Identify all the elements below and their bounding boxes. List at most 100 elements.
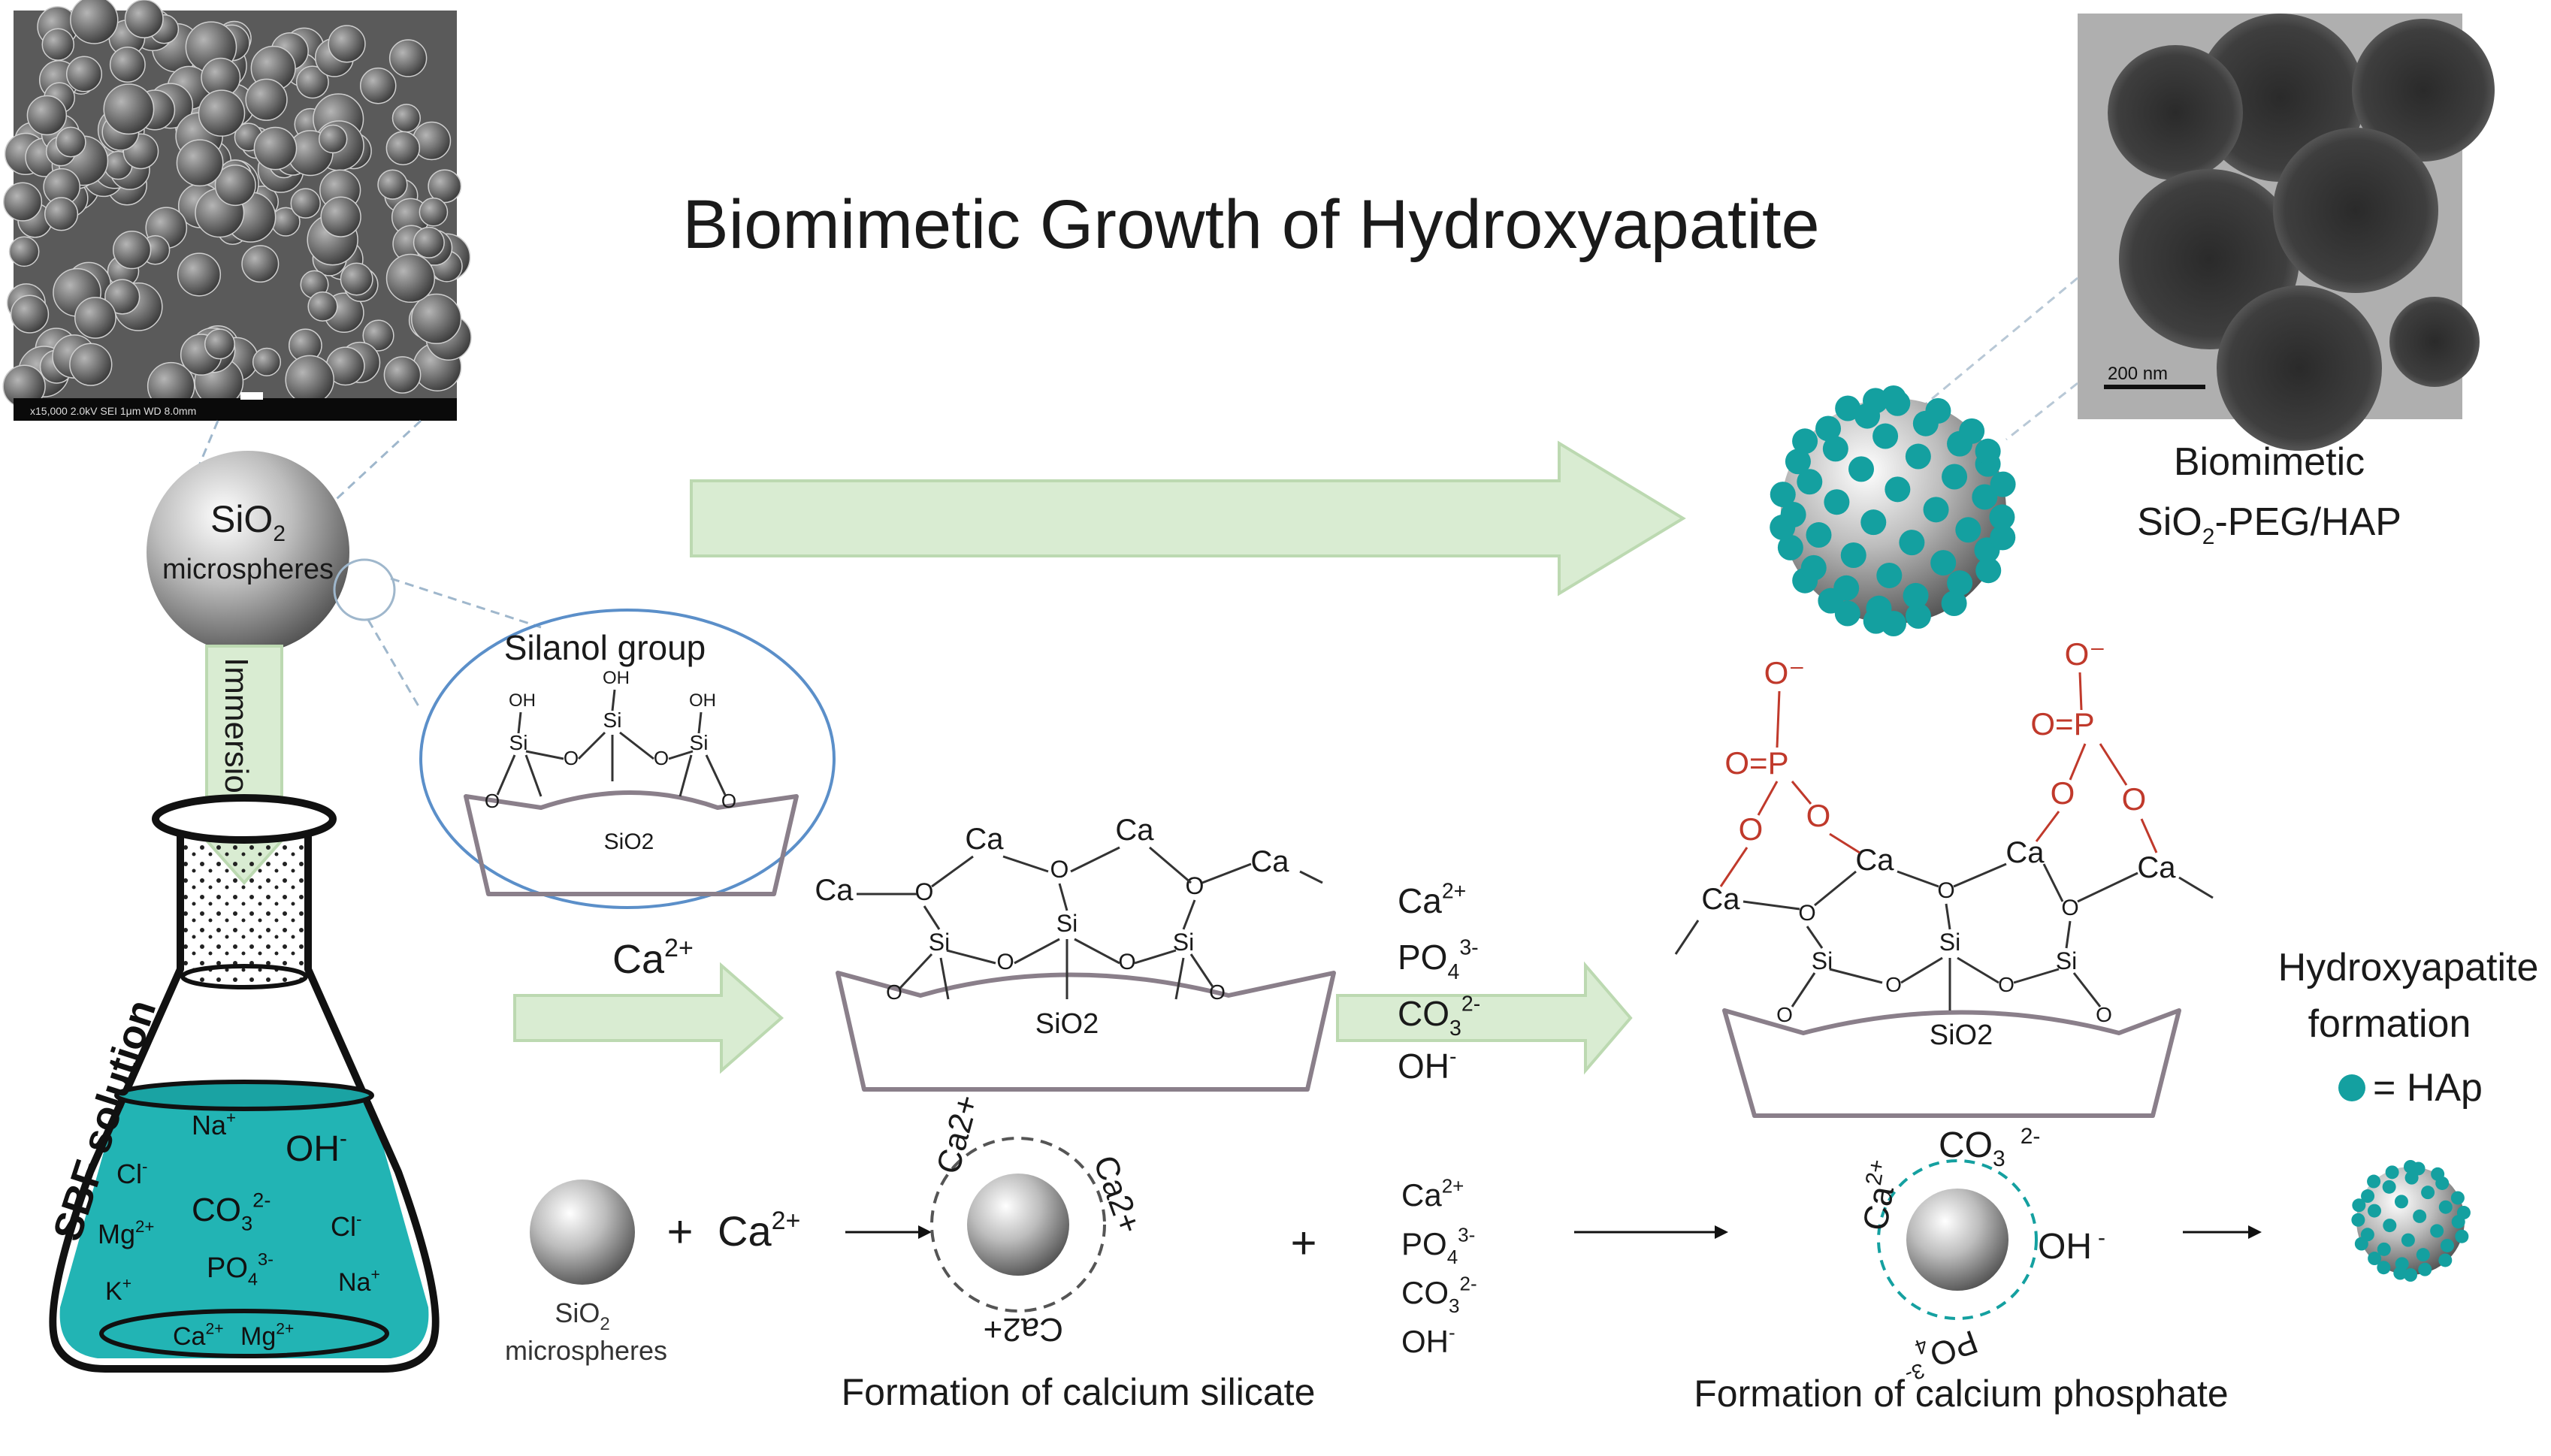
bond-line <box>2072 972 2102 1007</box>
bond-line <box>1134 949 1177 965</box>
sem-particle <box>252 347 282 376</box>
hap-particle <box>1990 471 2016 497</box>
bond-line <box>1299 870 1323 884</box>
hap-particle <box>1785 449 1811 475</box>
bond-line <box>1897 870 1939 888</box>
flask-ion: PO43- <box>207 1249 274 1289</box>
hap-particle <box>2404 1268 2417 1282</box>
oxygen-atom: O <box>996 950 1014 974</box>
hap-particle <box>1824 489 1850 515</box>
bond-line <box>1174 957 1185 1000</box>
plus-sign-2: + <box>1290 1218 1316 1268</box>
oxygen-atom: O <box>1050 856 1069 883</box>
bottom-microspheres-label: microspheres <box>505 1335 667 1366</box>
shell-co3: CO32- <box>1939 1124 2040 1171</box>
microsphere-label: SiO2 <box>210 498 286 546</box>
sem-particle <box>410 293 462 344</box>
sem-particle <box>362 319 394 352</box>
sem-particle <box>328 25 366 63</box>
silicate-shell <box>930 1137 1106 1313</box>
bond-line <box>2099 743 2128 786</box>
bond-line <box>2013 968 2060 984</box>
bond-line <box>1776 690 1781 748</box>
bond-line <box>1674 920 1700 955</box>
product-label-line1: Biomimetic <box>2174 440 2365 484</box>
hap-particle <box>2450 1191 2465 1205</box>
hap-particle <box>1885 476 1911 503</box>
bottom-reagents: Ca2+PO43-CO32-OH- <box>1401 1174 1477 1359</box>
sem-particle <box>320 196 361 237</box>
bond-line <box>2140 818 2158 853</box>
page-title: Biomimetic Growth of Hydroxyapatite <box>682 186 1819 263</box>
sem-particle <box>241 245 280 283</box>
sem-particle <box>377 169 408 200</box>
flask <box>49 794 440 1373</box>
hap-particle <box>1930 550 1957 576</box>
silicon-atom: Si <box>690 731 709 754</box>
hap-particle <box>1777 534 1803 560</box>
bond-line <box>946 949 996 965</box>
hap-particle <box>1792 428 1818 455</box>
bond-line <box>1757 781 1779 816</box>
tem-particle <box>2352 19 2495 162</box>
bond-line <box>1829 968 1883 984</box>
hap-particle <box>1972 484 1998 510</box>
sem-particle <box>177 252 222 297</box>
bond-line <box>1829 832 1860 854</box>
sem-particle <box>340 262 373 296</box>
bond-line <box>2069 743 2087 781</box>
tem-particle <box>2108 45 2243 180</box>
shell-ca-2: Ca2+ <box>1087 1151 1148 1239</box>
bond-line <box>923 905 941 930</box>
sem-particle <box>290 188 321 219</box>
hap-particle <box>2367 1174 2381 1189</box>
bond-line <box>525 750 564 760</box>
bond-line <box>1014 938 1060 965</box>
sem-particle <box>198 89 246 137</box>
sem-particle <box>307 291 338 322</box>
flask-ion: Na+ <box>338 1267 380 1297</box>
microsphere-left: SiO2 microspheres <box>147 451 349 654</box>
hap-particle <box>2418 1262 2432 1276</box>
hap-particles-small <box>2351 1160 2471 1282</box>
hap-particle <box>1780 502 1806 528</box>
magnifier-circle <box>333 558 396 621</box>
silicon-atom: Si <box>603 708 622 732</box>
shell-ca-3: Ca2+ <box>984 1311 1063 1348</box>
legend-hap-key: = HAp <box>2373 1066 2483 1110</box>
bond-line <box>1953 862 2007 888</box>
connector-dash <box>390 577 542 629</box>
plus-sign: + <box>666 1207 693 1257</box>
product-label-line2: SiO2-PEG/HAP <box>2137 500 2401 549</box>
phosphate-shell <box>1877 1159 2038 1320</box>
flask-ion: Cl- <box>116 1157 147 1189</box>
sem-particle <box>104 279 141 315</box>
phosphate-p: O=P <box>2030 706 2094 742</box>
connector-dash <box>2005 382 2078 441</box>
connector-dash <box>1923 276 2078 407</box>
shell-ca-1: Ca2+ <box>929 1091 986 1177</box>
phosphate-arrow <box>1336 961 1633 1075</box>
sem-particle <box>103 83 155 135</box>
flask-ions: Na+OH-Cl-Mg2+CO32-Cl-K+PO43-Na+Ca2+Mg2+ <box>98 1108 380 1351</box>
silicon-atom: Si <box>1939 929 1960 956</box>
stage1-substrate: SiO2 <box>1035 1008 1099 1040</box>
bond-line <box>1182 899 1196 930</box>
calcium-atom: Ca <box>965 823 1004 856</box>
bond-line <box>1002 855 1049 873</box>
hap-particle <box>2385 1165 2399 1180</box>
hap-particle <box>1903 582 1929 609</box>
hap-legend-dot <box>2338 1074 2365 1101</box>
bond-line <box>1719 847 1749 887</box>
bond-line <box>496 754 516 796</box>
sem-particle <box>388 39 428 77</box>
bottom-reagent: Ca2+ <box>1401 1174 1464 1213</box>
tem-particle <box>2273 128 2438 293</box>
calcium-atom: Ca <box>1115 814 1154 847</box>
sem-particle <box>253 126 298 171</box>
sem-particle <box>318 124 348 154</box>
hap-particle <box>1876 562 1903 588</box>
